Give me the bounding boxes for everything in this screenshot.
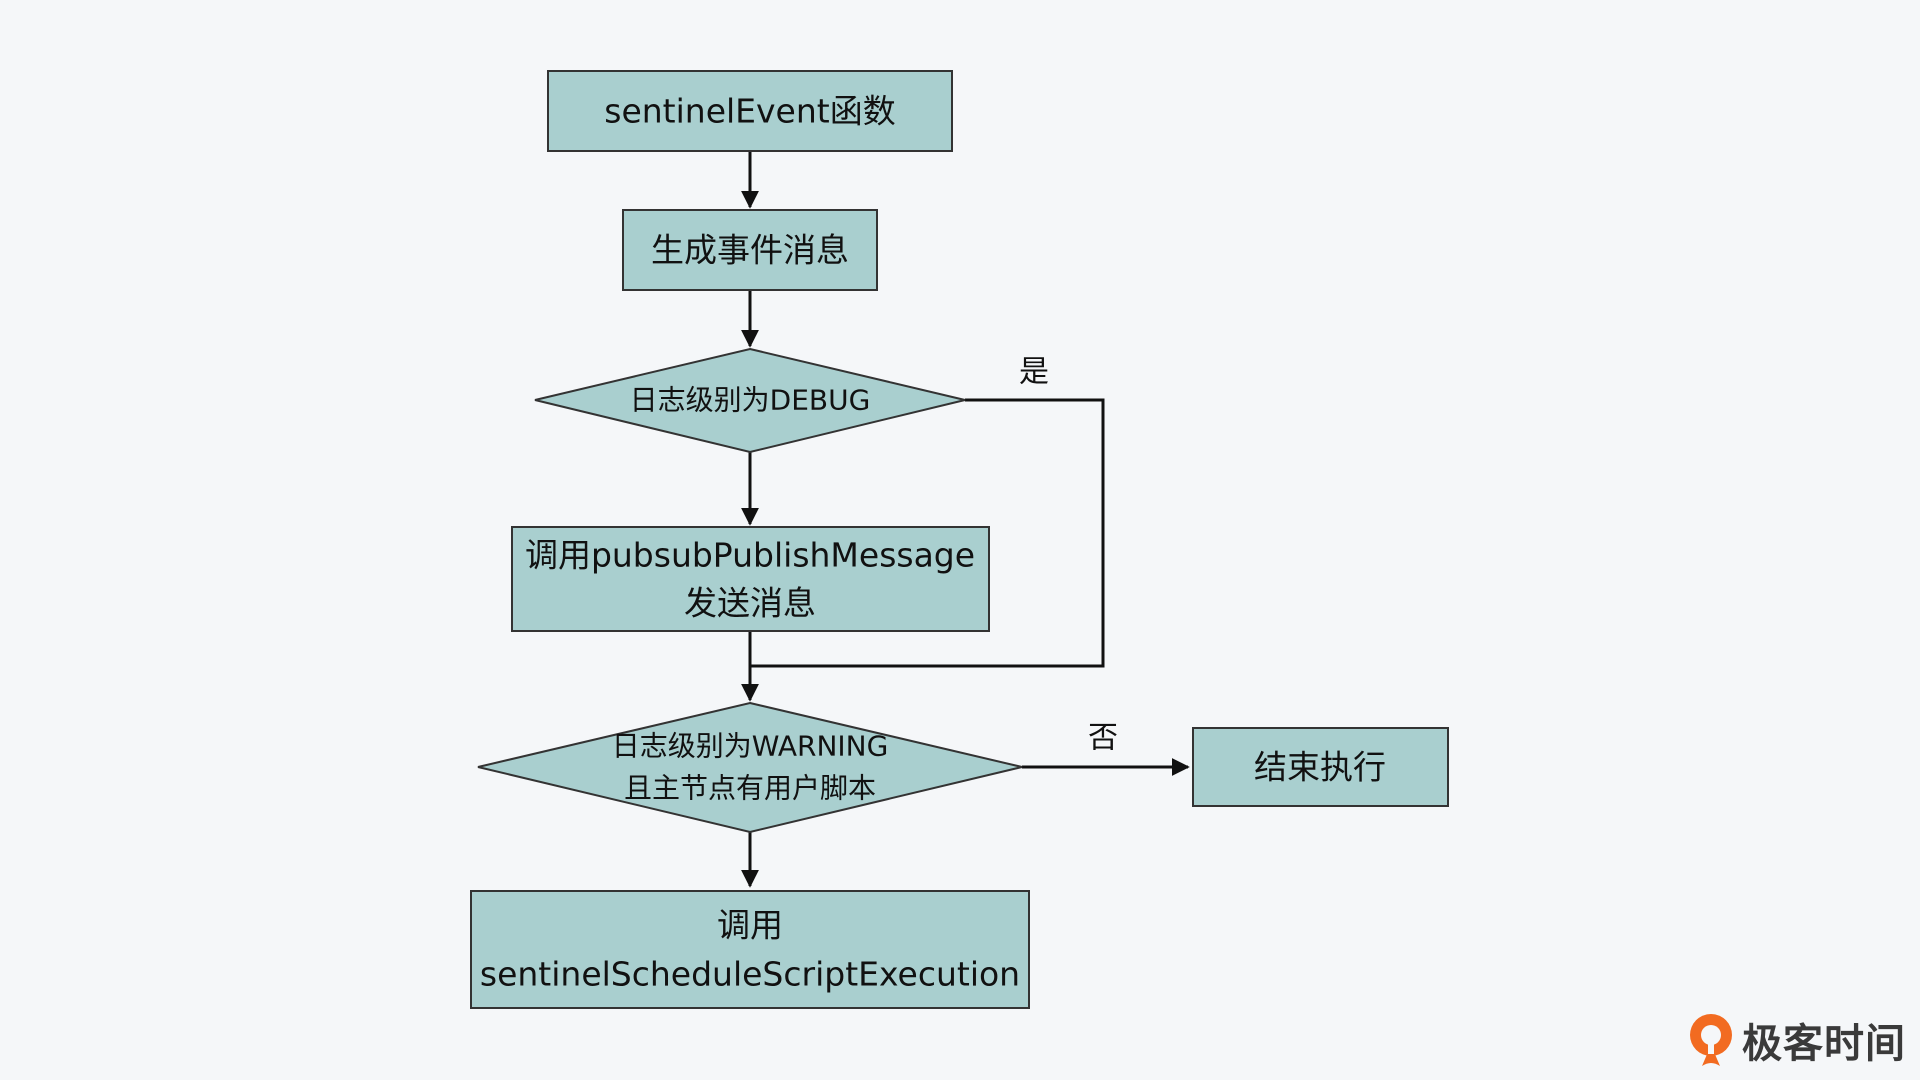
- node-start: sentinelEvent函数: [547, 70, 953, 152]
- node-schedule-line-2: sentinelScheduleScriptExecution: [480, 955, 1020, 994]
- edge-check-debug-yes-bypass: [750, 398, 1105, 668]
- node-publish-line-2: 发送消息: [684, 584, 816, 623]
- node-check-warning: 日志级别为WARNING 且主节点有用户脚本: [477, 701, 1023, 834]
- node-check-warning-line-1: 日志级别为WARNING: [612, 730, 889, 763]
- node-publish-line-1: 调用pubsubPublishMessage: [525, 536, 975, 575]
- node-check-warning-line-2: 且主节点有用户脚本: [624, 772, 876, 805]
- node-end-line-1: 结束执行: [1254, 748, 1386, 787]
- brand-text: 极客时间: [1742, 1021, 1906, 1067]
- node-schedule: 调用 sentinelScheduleScriptExecution: [470, 890, 1030, 1009]
- node-generate-line-1: 生成事件消息: [651, 231, 849, 270]
- node-generate: 生成事件消息: [622, 209, 878, 291]
- node-check-debug-line-1: 日志级别为DEBUG: [630, 384, 871, 417]
- node-check-debug: 日志级别为DEBUG: [534, 347, 966, 454]
- brand-logo: 极客时间: [1684, 1008, 1906, 1072]
- node-schedule-line-1: 调用: [717, 906, 783, 945]
- node-publish: 调用pubsubPublishMessage 发送消息: [511, 526, 990, 632]
- edge-label-no: 否: [1088, 721, 1118, 756]
- node-end: 结束执行: [1192, 727, 1449, 807]
- geektime-logo-icon: [1690, 1014, 1732, 1066]
- edge-label-yes: 是: [1019, 355, 1049, 390]
- node-start-line-1: sentinelEvent函数: [604, 92, 895, 131]
